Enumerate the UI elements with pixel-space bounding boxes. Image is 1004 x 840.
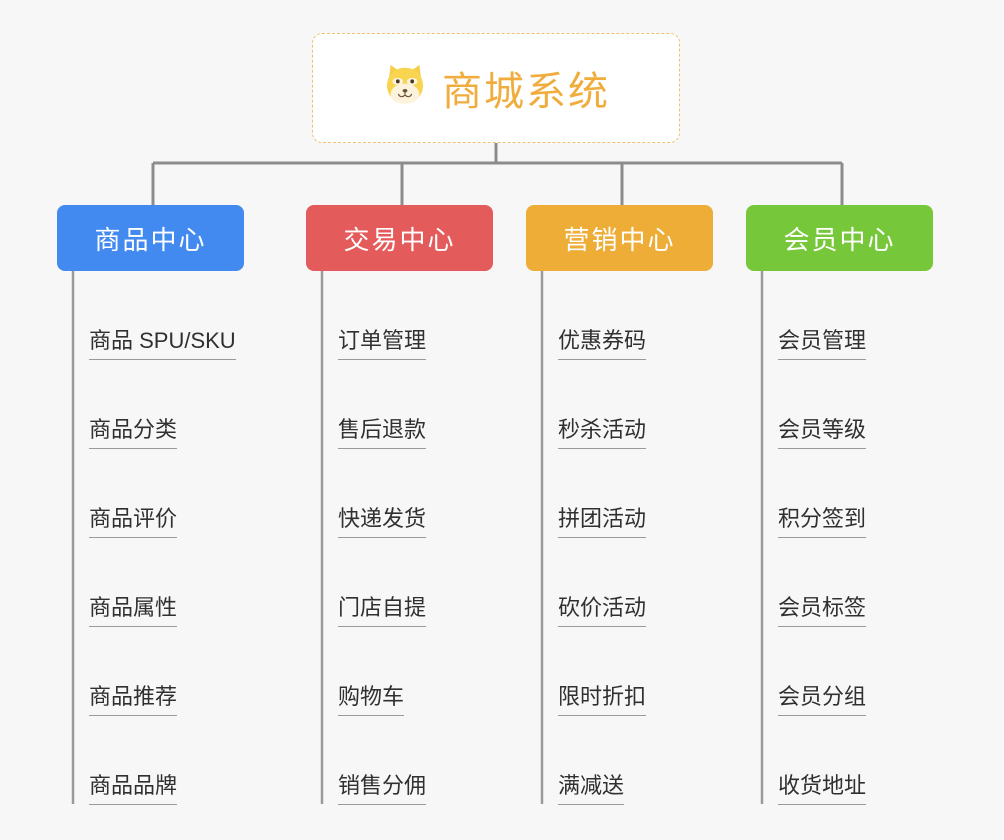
leaf-item-label: 商品评价 [89, 505, 178, 538]
leaf-item-label: 商品分类 [89, 416, 178, 449]
leaf-item-label: 商品属性 [89, 594, 178, 627]
leaf-item-label: 限时折扣 [558, 683, 647, 716]
shiba-dog-icon [382, 62, 428, 115]
leaf-item-label: 商品 SPU/SKU [89, 327, 236, 360]
leaf-item[interactable]: 商品推荐 [57, 627, 244, 716]
category-column-trade-center: 交易中心订单管理售后退款快递发货门店自提购物车销售分佣 [306, 205, 493, 805]
leaf-item-label: 门店自提 [338, 594, 427, 627]
leaf-item[interactable]: 优惠券码 [526, 271, 713, 360]
leaf-item-label: 会员标签 [778, 594, 867, 627]
leaf-item-label: 砍价活动 [558, 594, 647, 627]
leaf-item[interactable]: 会员标签 [746, 538, 933, 627]
leaf-item-label: 商品推荐 [89, 683, 178, 716]
leaf-list: 会员管理会员等级积分签到会员标签会员分组收货地址 [746, 271, 933, 805]
leaf-item[interactable]: 商品 SPU/SKU [57, 271, 244, 360]
leaf-item[interactable]: 收货地址 [746, 716, 933, 805]
leaf-item-label: 会员等级 [778, 416, 867, 449]
category-header-product-center[interactable]: 商品中心 [57, 205, 244, 271]
leaf-item[interactable]: 商品属性 [57, 538, 244, 627]
category-column-marketing-center: 营销中心优惠券码秒杀活动拼团活动砍价活动限时折扣满减送 [526, 205, 713, 805]
leaf-item-label: 拼团活动 [558, 505, 647, 538]
leaf-item[interactable]: 秒杀活动 [526, 360, 713, 449]
leaf-item[interactable]: 购物车 [306, 627, 493, 716]
leaf-item[interactable]: 商品评价 [57, 449, 244, 538]
leaf-item[interactable]: 会员等级 [746, 360, 933, 449]
leaf-item-label: 积分签到 [778, 505, 867, 538]
leaf-item-label: 购物车 [338, 683, 405, 716]
leaf-item[interactable]: 快递发货 [306, 449, 493, 538]
leaf-item-label: 满减送 [558, 772, 625, 805]
leaf-item[interactable]: 拼团活动 [526, 449, 713, 538]
leaf-item[interactable]: 售后退款 [306, 360, 493, 449]
leaf-item-label: 快递发货 [338, 505, 427, 538]
leaf-item[interactable]: 限时折扣 [526, 627, 713, 716]
leaf-item[interactable]: 积分签到 [746, 449, 933, 538]
leaf-list: 优惠券码秒杀活动拼团活动砍价活动限时折扣满减送 [526, 271, 713, 805]
leaf-item[interactable]: 商品分类 [57, 360, 244, 449]
category-column-member-center: 会员中心会员管理会员等级积分签到会员标签会员分组收货地址 [746, 205, 933, 805]
category-header-label: 交易中心 [343, 224, 456, 255]
category-header-label: 商品中心 [94, 224, 207, 255]
category-header-label: 营销中心 [563, 224, 676, 255]
leaf-item[interactable]: 销售分佣 [306, 716, 493, 805]
leaf-item[interactable]: 订单管理 [306, 271, 493, 360]
category-header-member-center[interactable]: 会员中心 [746, 205, 933, 271]
leaf-list: 商品 SPU/SKU 商品分类商品评价商品属性商品推荐商品品牌 [57, 271, 244, 805]
leaf-item-label: 会员分组 [778, 683, 867, 716]
leaf-item[interactable]: 会员分组 [746, 627, 933, 716]
category-header-trade-center[interactable]: 交易中心 [306, 205, 493, 271]
leaf-item[interactable]: 满减送 [526, 716, 713, 805]
leaf-item[interactable]: 门店自提 [306, 538, 493, 627]
leaf-item-label: 商品品牌 [89, 772, 178, 805]
leaf-item[interactable]: 商品品牌 [57, 716, 244, 805]
category-header-marketing-center[interactable]: 营销中心 [526, 205, 713, 271]
leaf-item-label: 会员管理 [778, 327, 867, 360]
root-title: 商城系统 [442, 70, 610, 114]
leaf-item-label: 销售分佣 [338, 772, 427, 805]
leaf-item[interactable]: 会员管理 [746, 271, 933, 360]
leaf-item-label: 优惠券码 [558, 327, 647, 360]
category-column-product-center: 商品中心商品 SPU/SKU 商品分类商品评价商品属性商品推荐商品品牌 [57, 205, 244, 805]
leaf-item-label: 售后退款 [338, 416, 427, 449]
category-header-label: 会员中心 [783, 224, 896, 255]
root-node[interactable]: 商城系统 [312, 33, 680, 143]
leaf-item[interactable]: 砍价活动 [526, 538, 713, 627]
leaf-item-label: 秒杀活动 [558, 416, 647, 449]
leaf-item-label: 订单管理 [338, 327, 427, 360]
leaf-item-label: 收货地址 [778, 772, 867, 805]
leaf-list: 订单管理售后退款快递发货门店自提购物车销售分佣 [306, 271, 493, 805]
